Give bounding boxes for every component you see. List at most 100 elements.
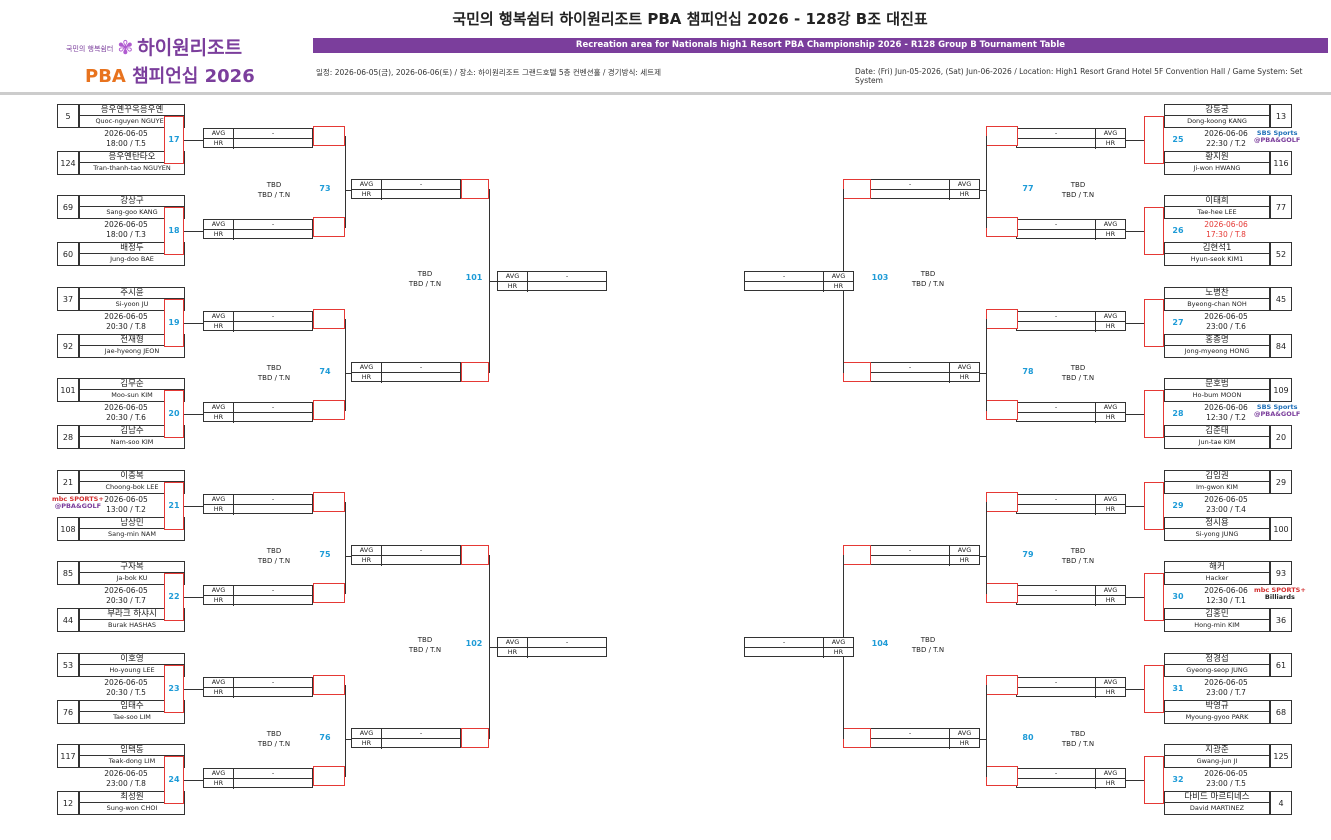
score-box: AVG-HR (203, 311, 313, 332)
avg-value: - (419, 180, 423, 188)
match-number: 76 (319, 733, 331, 742)
avg-value: - (565, 638, 569, 646)
hr-value (528, 648, 606, 658)
match-number: 103 (871, 273, 889, 282)
winner-slot (461, 362, 489, 382)
winner-slot (986, 126, 1018, 146)
score-box: AVG - HR (497, 637, 607, 658)
bracket-line (986, 136, 987, 228)
avg-value: - (1054, 678, 1058, 686)
avg-label: AVG (498, 638, 528, 647)
bracket-line (345, 136, 346, 228)
avg-value: - (271, 129, 275, 137)
score-box: AVG-HR (203, 585, 313, 606)
hr-label: HR (204, 413, 234, 423)
hr-label: HR (498, 648, 528, 658)
player-box-seed: 93 (1270, 561, 1292, 585)
player-name-en: Tae-soo LIM (113, 713, 151, 721)
player-name-ko: 정경섭 (1165, 654, 1269, 665)
player-name-en: Ji-won HWANG (1193, 164, 1241, 172)
player-name-en: Si-yoon JU (115, 300, 149, 308)
avg-label: AVG (498, 272, 528, 281)
winner-slot (313, 217, 345, 237)
hr-label: HR (352, 556, 382, 566)
avg-value: - (1054, 586, 1058, 594)
player-name-en: Jun-tae KIM (1198, 438, 1236, 446)
score-box: AVG-HR (203, 128, 313, 149)
avg-value: - (271, 220, 275, 228)
player-name-en: Ho-bum MOON (1192, 391, 1242, 399)
avg-label: AVG (1095, 312, 1125, 321)
bracket-line (986, 319, 987, 411)
hr-label: HR (204, 230, 234, 240)
hr-value (871, 556, 949, 566)
player-name-en: Ja-bok KU (116, 574, 148, 582)
page-subtitle: Recreation area for Nationals high1 Reso… (313, 38, 1328, 53)
bracket-connector (164, 573, 184, 621)
player-name-ko: 남상민 (80, 518, 184, 529)
player-box-seed: 117 (57, 744, 79, 768)
match-number: 26 (1172, 226, 1184, 235)
info-english: Date: (Fri) Jun-05-2026, (Sat) Jun-06-20… (855, 67, 1303, 85)
player-name-ko: 김홍민 (1165, 609, 1269, 620)
avg-label: AVG (1095, 769, 1125, 778)
avg-label: AVG (1095, 129, 1125, 138)
match-number: 30 (1172, 592, 1184, 601)
hr-label: HR (352, 739, 382, 749)
high1-logo: 국민의 행복쉼터✾하이원리조트 (66, 37, 243, 59)
winner-slot (461, 179, 489, 199)
match-number: 23 (168, 684, 180, 693)
bracket-connector (1144, 665, 1164, 713)
hr-label: HR (1095, 596, 1125, 606)
match-number: 21 (168, 501, 180, 510)
hr-label: HR (949, 190, 979, 200)
bracket-connector (164, 756, 184, 804)
avg-label: AVG (949, 363, 979, 372)
player-box-seed: 108 (57, 517, 79, 541)
bracket-line (1126, 231, 1144, 232)
avg-label: AVG (823, 638, 853, 647)
hr-value (1017, 779, 1095, 789)
player-name-ko: 주시윤 (80, 288, 184, 299)
bracket-line (980, 556, 986, 557)
avg-value: - (271, 495, 275, 503)
bracket-line (1126, 597, 1144, 598)
avg-value: - (1054, 769, 1058, 777)
player-name-ko: 임택동 (80, 745, 184, 756)
avg-value: - (908, 729, 912, 737)
player-box-seed: 85 (57, 561, 79, 585)
hr-label: HR (949, 739, 979, 749)
match-number: 31 (1172, 684, 1184, 693)
player-name-en: Hyun-seok KIM1 (1190, 255, 1244, 263)
bracket-connector (164, 390, 184, 438)
avg-label: AVG (204, 129, 234, 138)
hr-value (1017, 413, 1095, 423)
hr-label: HR (204, 779, 234, 789)
hr-value (871, 373, 949, 383)
bracket-line (1126, 140, 1144, 141)
winner-slot (313, 766, 345, 786)
bracket-line (184, 597, 204, 598)
player-name-en: Dong-koong KANG (1187, 117, 1247, 125)
bracket-line (1126, 323, 1144, 324)
winner-slot (986, 766, 1018, 786)
avg-label: AVG (352, 180, 382, 189)
hr-label: HR (204, 322, 234, 332)
hr-label: HR (949, 373, 979, 383)
hr-label: HR (1095, 230, 1125, 240)
player-box-seed: 52 (1270, 242, 1292, 266)
player-name-en: Tran-thanh-tao NGUYEN (93, 164, 171, 172)
player-name-ko: 응우옌꾸옥응우옌 (80, 105, 184, 116)
player-box-seed: 13 (1270, 104, 1292, 128)
player-box-seed: 4 (1270, 791, 1292, 815)
winner-slot (313, 675, 345, 695)
match-number: 77 (1022, 184, 1034, 193)
